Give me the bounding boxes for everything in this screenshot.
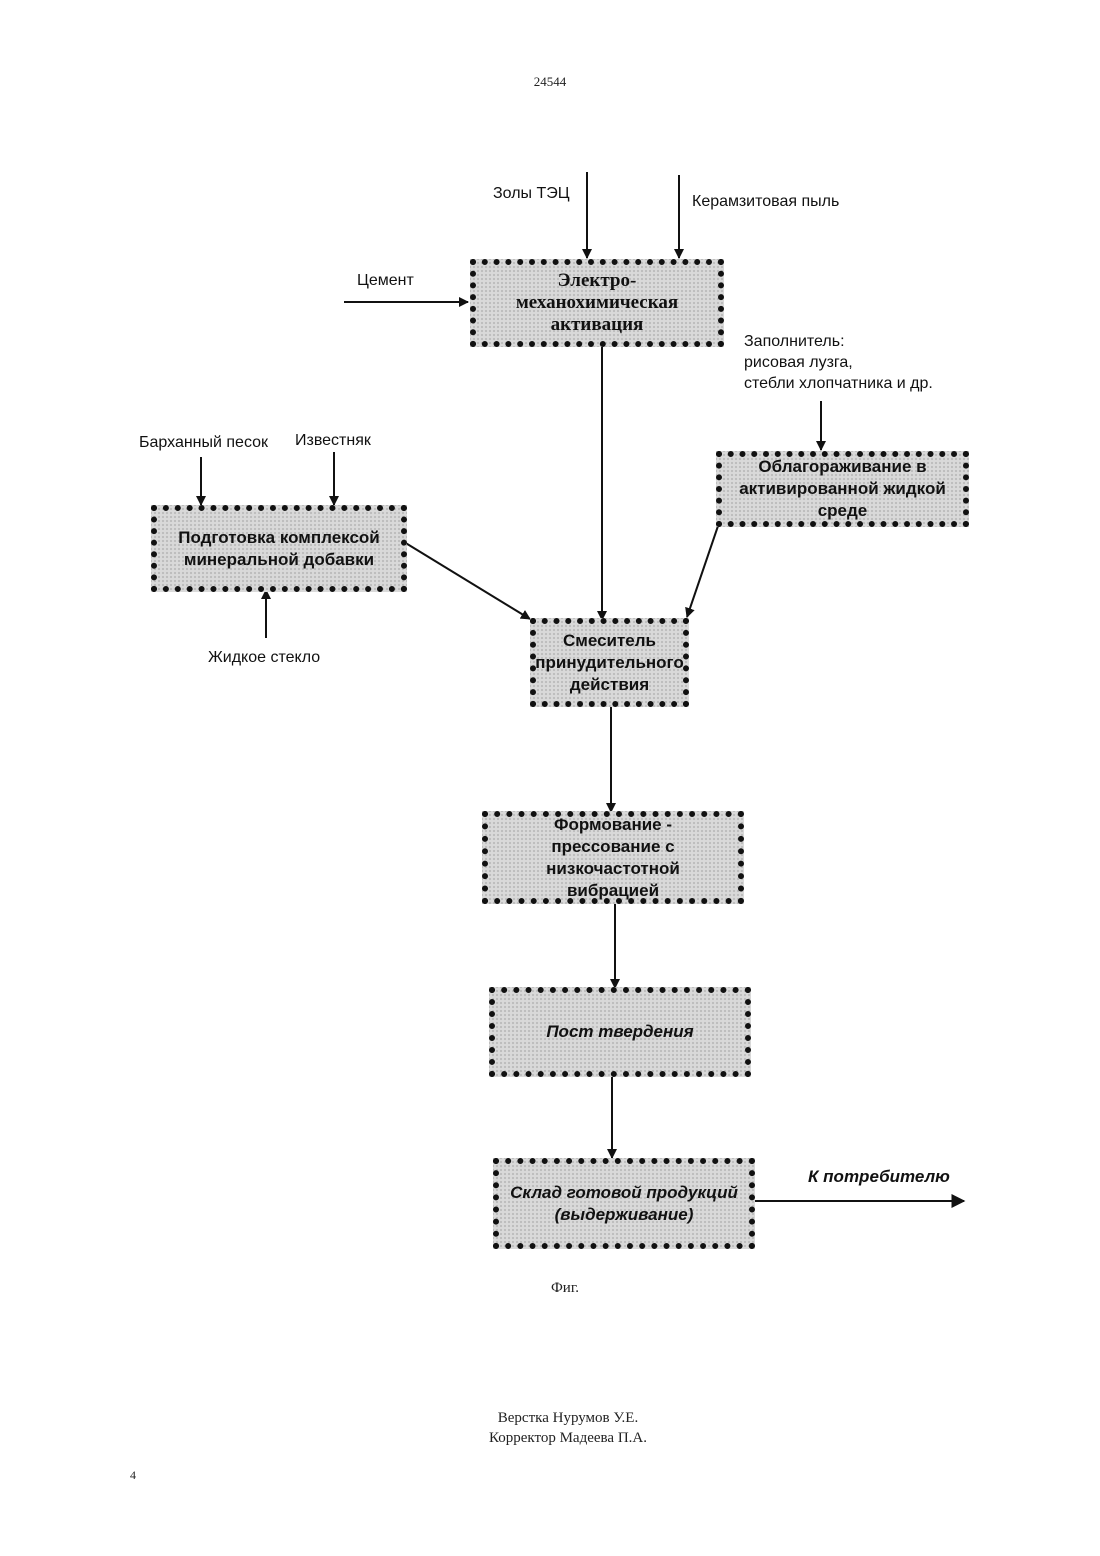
- input-sand: Барханный песок: [139, 432, 268, 453]
- input-glass: Жидкое стекло: [208, 647, 320, 668]
- output-consumer: К потребителю: [808, 1166, 950, 1187]
- arrow-enrichment-mixer: [687, 526, 718, 617]
- box-activation: Электро-механохимическая активация: [470, 259, 724, 347]
- input-cement: Цемент: [357, 270, 414, 291]
- input-filler: Заполнитель: рисовая лузга, стебли хлопч…: [744, 331, 933, 394]
- input-keramzit: Керамзитовая пыль: [692, 191, 839, 212]
- box-warehouse: Склад готовой продукций (выдерживание): [493, 1158, 755, 1249]
- arrow-preparation-mixer: [404, 542, 530, 619]
- footer-page-number: 4: [130, 1468, 136, 1483]
- credits-corrector: Корректор Мадеева П.А.: [0, 1428, 1100, 1448]
- input-zoly: Золы ТЭЦ: [493, 183, 570, 204]
- figure-caption: Фиг.: [0, 1280, 1100, 1297]
- box-enrichment: Облагораживание в активированной жидкой …: [716, 451, 969, 527]
- credits: Верстка Нурумов У.Е. Корректор Мадеева П…: [0, 1408, 1100, 1448]
- input-limestone: Известняк: [295, 430, 371, 451]
- box-mixer: Смеситель принудительного действия: [530, 618, 689, 707]
- box-curing: Пост твердения: [489, 987, 751, 1077]
- box-forming: Формование - прессование с низкочастотно…: [482, 811, 744, 904]
- credits-layout: Верстка Нурумов У.Е.: [0, 1408, 1100, 1428]
- box-preparation: Подготовка комплексой минеральной добавк…: [151, 505, 407, 592]
